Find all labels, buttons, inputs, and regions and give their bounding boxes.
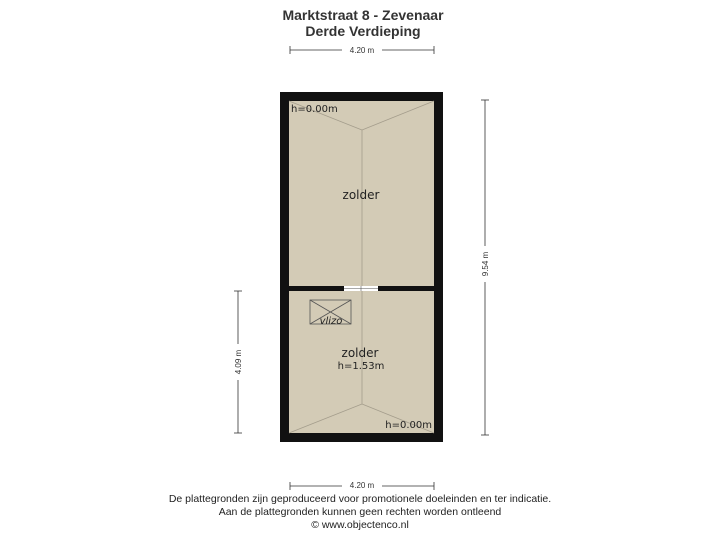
roof-hatch: vlizo <box>309 299 352 327</box>
top-width-dimension: 4.20 m <box>289 44 435 55</box>
left-height-dimension: 4.09 m <box>232 290 244 434</box>
lower-height-label: h=1.53m <box>338 361 385 372</box>
bottom-width-dimension: 4.20 m <box>289 479 435 490</box>
interior-door <box>344 286 378 291</box>
right-height-label: 9.54 m <box>481 251 490 276</box>
right-height-dimension: 9.54 m <box>479 99 491 436</box>
upper-room-name: zolder <box>343 188 380 202</box>
lower-room-name: zolder <box>342 346 379 360</box>
lower-attic-floor <box>289 291 434 433</box>
plan-title: Marktstraat 8 - Zevenaar <box>282 7 444 23</box>
disclaimer-line-2: Aan de plattegronden kunnen geen rechten… <box>219 506 502 518</box>
disclaimer-line-1: De plattegronden zijn geproduceerd voor … <box>169 493 551 505</box>
hatch-label: vlizo <box>320 316 343 327</box>
roof-lines <box>288 100 435 434</box>
plan-subtitle: Derde Verdieping <box>305 23 420 39</box>
lower-corner-height-label: h=0.00m <box>385 420 432 431</box>
upper-attic-floor <box>289 101 434 286</box>
upper-height-label: h=0.00m <box>291 104 338 115</box>
left-height-label: 4.09 m <box>234 349 243 374</box>
copyright-line: © www.objectenco.nl <box>311 519 409 531</box>
bottom-width-label: 4.20 m <box>350 481 375 490</box>
top-width-label: 4.20 m <box>350 46 375 55</box>
